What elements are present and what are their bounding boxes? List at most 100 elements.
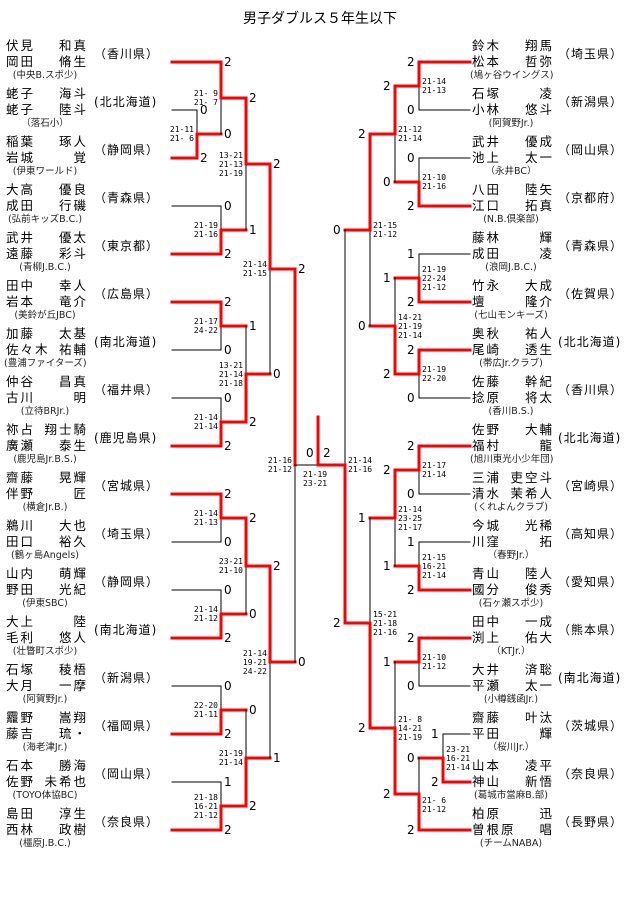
club-name: (豊浦ファイターズ) — [4, 358, 87, 369]
player-name: 仲谷昌真 — [6, 374, 86, 390]
player-given-name: 陸斗 — [58, 102, 88, 117]
set-score: 21-14 — [242, 648, 267, 658]
player-family-name: 山内 — [6, 566, 36, 581]
set-score: 21-16 — [348, 465, 373, 474]
club-name: (鳩ヶ谷ウイングス) — [470, 70, 554, 81]
set-score: 15-21 — [373, 609, 398, 619]
player-given-name: 明 — [73, 390, 88, 405]
player-given-name: 茉希人 — [510, 486, 554, 501]
club-name: （春野Jr.） — [487, 550, 535, 561]
games-won-bottom: 2 — [358, 721, 366, 735]
player-name: 大高優良 — [6, 182, 86, 198]
player-names: 大上陸毛利悠人 — [6, 614, 86, 646]
prefecture: （新潟県） — [558, 95, 624, 109]
games-won-top: 1 — [358, 511, 366, 525]
set-score: 21-19 — [398, 321, 423, 331]
player-given-name: 陸人 — [524, 566, 554, 581]
player-names: 石塚稜梧大月一摩 — [6, 662, 86, 694]
team-entry: 田中一成渕上佑大（KTJr.）（熊本県） — [472, 614, 640, 662]
player-name: 神山新悟 — [472, 774, 552, 790]
player-family-name: 渕上 — [472, 630, 502, 645]
player-given-name: 泰生 — [58, 438, 88, 453]
player-name: 稲葉琢人 — [6, 134, 86, 150]
player-name: 竹永大成 — [472, 278, 552, 294]
team-entry: 藤林輝成田凌(浪岡J.B.C.)（青森県） — [472, 230, 640, 278]
set-score: 21- 9 — [193, 89, 218, 98]
games-won-bottom: 0 — [383, 175, 391, 189]
player-name: 齋藤叶汰 — [472, 710, 552, 726]
player-family-name: 川窪 — [472, 534, 502, 549]
set-score: 24-22 — [242, 666, 267, 676]
prefecture: （新潟県） — [94, 671, 160, 685]
team-entry: 島田淳生西林政樹(橿原J.B.C.)（奈良県） — [6, 806, 176, 854]
set-score: 21-13 — [218, 159, 243, 169]
player-name: 龗野嵩翔 — [6, 710, 86, 726]
player-given-name: 太一 — [524, 678, 554, 693]
player-names: 大高優良成田行磯 — [6, 182, 86, 214]
set-score: 21-13 — [193, 518, 218, 527]
set-score: 24-22 — [193, 326, 218, 335]
club-name: (くれよんクラブ) — [474, 502, 548, 513]
player-given-name: 淳生 — [58, 806, 88, 821]
prefecture: （青森県） — [558, 239, 624, 253]
player-family-name: 成田 — [472, 246, 502, 261]
player-given-name: 陸矢 — [524, 182, 554, 197]
player-family-name: 竹永 — [472, 278, 502, 293]
set-score: 21-14 — [193, 605, 218, 614]
prefecture: （埼玉県） — [94, 527, 160, 541]
set-score: 21-18 — [218, 378, 243, 388]
team-entry: 佐野大輔福村龍(旭川東光小少年団)(北北海道) — [470, 422, 640, 470]
set-score: 21-16 — [267, 456, 292, 465]
prefecture: （香川県） — [94, 47, 160, 61]
player-names: 祢占翔士騎廣瀬泰生 — [6, 422, 86, 454]
player-given-name: 悠人 — [58, 630, 88, 645]
player-given-name: 勝海 — [58, 758, 88, 773]
team-entry: 大井済聡平瀬太一(小樽銭函Jr.)(南北海道) — [472, 662, 640, 710]
prefecture: （熊本県） — [558, 623, 624, 637]
player-name: 武井優太 — [6, 230, 86, 246]
team-entry: 鵜川大也田口裕久(鶴ヶ島Angels)（埼玉県） — [6, 518, 176, 566]
player-family-name: 成田 — [6, 198, 36, 213]
player-family-name: 田中 — [6, 278, 36, 293]
prefecture: （京都府） — [558, 191, 624, 205]
games-won-top: 0 — [333, 223, 341, 237]
set-score: 21-14 — [242, 260, 267, 269]
player-family-name: 平瀬 — [472, 678, 502, 693]
player-names: 柏原迅曽根原唱 — [472, 806, 552, 838]
player-names: 佐野大輔福村龍 — [472, 422, 552, 454]
player-name: 尾崎透生 — [472, 342, 552, 358]
player-given-name: 優太 — [58, 230, 88, 245]
games-won-top: 0 — [407, 151, 415, 165]
games-won-top: 2 — [383, 79, 391, 93]
player-name: 廣瀬泰生 — [6, 438, 86, 454]
games-won-bottom: 0 — [407, 487, 415, 501]
team-entry: 大高優良成田行磯(弘前キッズB.C.)（青森県） — [6, 182, 176, 230]
player-family-name: 捻原 — [472, 390, 502, 405]
team-entry: 田中幸人岩本竜介(美鈴が丘JBC)（広島県） — [6, 278, 176, 326]
player-family-name: 大上 — [6, 614, 36, 629]
player-name: 岩城覚 — [6, 150, 86, 166]
player-given-name: 祐人 — [524, 326, 554, 341]
player-names: 蛯子海斗蛯子陸斗 — [6, 86, 86, 118]
player-name: 蛯子海斗 — [6, 86, 86, 102]
club-name: (伊東SBC) — [22, 598, 68, 609]
player-family-name: 清水 — [472, 486, 502, 501]
player-given-name: 輝 — [539, 726, 554, 741]
club-name: (阿賀野Jr.) — [22, 694, 68, 705]
player-names: 石塚凌小林悠斗 — [472, 86, 552, 118]
team-entry: 奥秋祐人尾崎透生(帯広Jr.クラブ)(北北海道) — [472, 326, 640, 374]
player-names: 田中一成渕上佑大 — [472, 614, 552, 646]
set-score: 16-21 — [446, 753, 471, 763]
games-won-bottom: 2 — [383, 367, 391, 381]
player-name: 鈴木翔馬 — [472, 38, 552, 54]
games-won-top: 2 — [273, 157, 281, 171]
set-score: 22-20 — [422, 374, 447, 383]
games-won-bottom: 2 — [431, 775, 439, 789]
